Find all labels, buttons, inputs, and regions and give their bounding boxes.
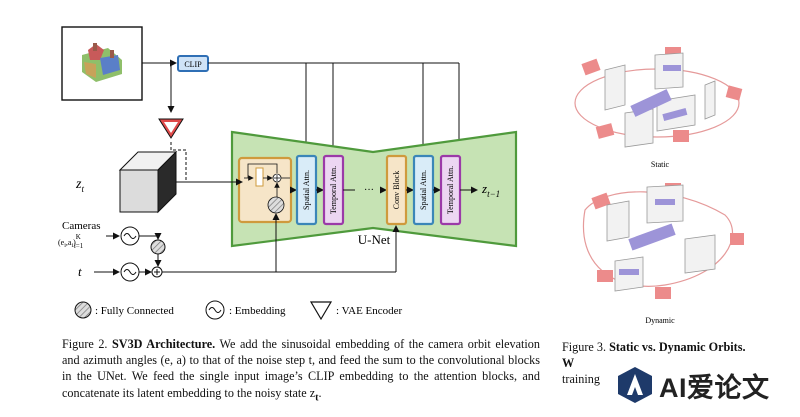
temporal-attn-label-1: Temporal Attn.	[329, 166, 338, 214]
conv-block-first	[237, 156, 293, 224]
fully-connected-icon-cameras	[150, 239, 166, 255]
spatial-attn-label-1: Spatial Attn.	[302, 170, 311, 210]
unet-label: U-Net	[358, 232, 391, 247]
clip-label: CLIP	[184, 60, 202, 69]
input-image	[61, 26, 143, 101]
clip-encoder: CLIP	[177, 55, 209, 72]
caption-sub: t	[315, 392, 319, 404]
static-label: Static	[651, 160, 670, 169]
side-caption-line3: training	[562, 372, 600, 387]
orbits-figure: Static Dynamic	[574, 47, 744, 325]
watermark-logo-icon	[618, 367, 652, 403]
dynamic-orbit: Dynamic	[582, 183, 744, 325]
side-caption-prefix: Figure 3.	[562, 340, 610, 354]
z-t-minus-1-label: zt−1	[481, 181, 500, 199]
legend-fully-connected-icon	[74, 301, 92, 319]
caption-body: We add the sinusoidal embedding of the c…	[62, 337, 540, 400]
static-orbit: Static	[574, 47, 743, 169]
ellipsis: ···	[364, 185, 374, 196]
spatial-attn-label-2: Spatial Attn.	[419, 170, 428, 210]
side-caption-title: Static vs. Dynamic Orbits.	[609, 340, 746, 354]
z-t-label: zt	[75, 177, 84, 194]
legend-vae-encoder-icon	[309, 301, 333, 321]
legend-embedding-label: : Embedding	[229, 305, 286, 317]
caption-title: SV3D Architecture.	[111, 337, 216, 351]
t-label: t	[78, 264, 82, 279]
latent-cube	[118, 150, 178, 214]
figure-2-caption: Figure 2. SV3D Architecture. We add the …	[62, 336, 540, 406]
legend-vae-encoder-label: : VAE Encoder	[336, 305, 403, 317]
dynamic-label: Dynamic	[645, 316, 675, 325]
temporal-attn-label-2: Temporal Attn.	[446, 166, 455, 214]
legend: : Fully Connected : Embedding : VAE Enco…	[74, 300, 403, 321]
cameras-label: Cameras	[62, 220, 100, 232]
legend-fully-connected-label: : Fully Connected	[95, 305, 174, 317]
caption-end: .	[318, 385, 322, 400]
conv-block-label: Conv Block	[392, 171, 401, 209]
watermark: AI爱论文	[615, 363, 800, 407]
watermark-text: AI爱论文	[659, 372, 770, 403]
caption-prefix: Figure 2.	[62, 337, 112, 351]
figure-3-caption: Figure 3. Static vs. Dynamic Orbits. W t…	[562, 339, 762, 388]
sv3d-architecture-diagram: CLIP zt U-Net Spatial Attn.	[58, 26, 518, 321]
side-caption-line2: W	[562, 356, 575, 371]
